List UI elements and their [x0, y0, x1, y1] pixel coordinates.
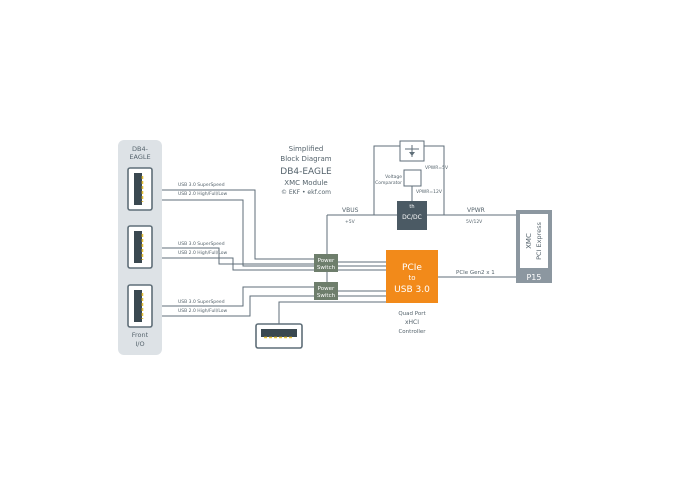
power-switch-2	[314, 282, 338, 300]
title-line-5: © EKF • ekf.com	[281, 189, 331, 196]
xmc-label-2: PCI Express	[535, 221, 543, 259]
xmc-connector-label: P15	[526, 273, 541, 282]
vpwr-label: VPWR	[467, 207, 485, 214]
power-switch-2-label-1: Power	[318, 286, 335, 292]
usb-port-2	[127, 225, 153, 269]
comparator-upper-label: VPWR=5V	[425, 165, 449, 171]
title-line-1: Simplified	[289, 145, 324, 153]
controller-label-3: USB 3.0	[394, 285, 430, 295]
front-panel-label-bottom-2: I/O	[135, 340, 144, 348]
controller-label-1: PCIe	[402, 263, 422, 273]
port-1-label-1: USB 3.0 SuperSpeed	[178, 182, 225, 188]
title-line-3: DB4-EAGLE	[280, 167, 332, 177]
dcdc-top-label: th	[409, 204, 414, 210]
power-switch-1-label-1: Power	[318, 258, 335, 264]
comparator-lower-label: VPWR=12V	[416, 189, 443, 195]
port-1-label-2: USB 2.0 High/Full/Low	[178, 191, 228, 197]
vbus-label: VBUS	[342, 207, 359, 214]
xmc-label-1: XMC	[525, 233, 533, 249]
controller-caption-2: xHCI	[405, 319, 419, 326]
dcdc-converter	[397, 201, 427, 230]
front-panel-label-top: DB4-	[132, 145, 149, 153]
power-switch-1	[314, 254, 338, 272]
pcie-link-label: PCIe Gen2 x 1	[456, 270, 495, 276]
comparator-label-1: Voltage	[385, 174, 402, 180]
usb-controller	[386, 250, 438, 303]
port-3-label-1: USB 3.0 SuperSpeed	[178, 299, 225, 305]
controller-label-2: to	[408, 274, 415, 282]
front-panel-label-bottom: Front	[132, 331, 149, 339]
port-3-label-2: USB 2.0 High/Full/Low	[178, 308, 228, 314]
title-line-4: XMC Module	[284, 179, 327, 187]
title-line-2: Block Diagram	[280, 155, 331, 163]
power-switch-2-label-2: Switch	[317, 293, 336, 299]
usb-port-1	[127, 167, 153, 211]
dcdc-label: DC/DC	[402, 214, 422, 221]
xmc-connector-window	[520, 214, 548, 268]
port-2-label-1: USB 3.0 SuperSpeed	[178, 241, 225, 247]
front-panel-label-top-2: EAGLE	[129, 153, 150, 161]
usb-port-3	[127, 284, 153, 328]
vpwr-value: 5V/12V	[466, 219, 483, 225]
controller-caption-1: Quad Port	[398, 311, 426, 317]
controller-caption-3: Controller	[398, 329, 426, 335]
port-2-label-2: USB 2.0 High/Full/Low	[178, 250, 228, 256]
comparator-switch	[399, 140, 425, 162]
comparator-label-2: Comparator	[375, 180, 402, 186]
power-switch-1-label-2: Switch	[317, 265, 336, 271]
wires	[162, 145, 516, 324]
vbus-value: +5V	[345, 219, 356, 225]
usb-port-onboard	[255, 323, 303, 349]
voltage-comparator	[403, 169, 422, 187]
